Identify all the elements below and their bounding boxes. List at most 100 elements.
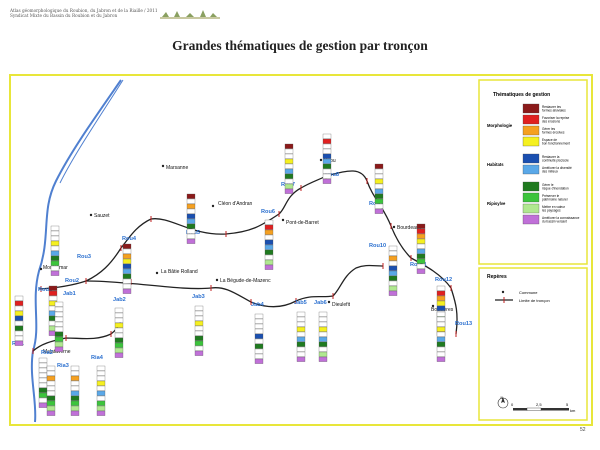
bar-cell — [296, 316, 306, 322]
bar-rou4 — [122, 243, 132, 294]
bar-cell — [284, 178, 294, 184]
bar-rou5 — [186, 193, 196, 244]
bar-cell — [186, 223, 196, 229]
legend-swatch-gerer-les-formes-erosives — [522, 125, 540, 136]
bar-jab1 — [54, 301, 64, 352]
legend-group-ripisylve: Ripisylve — [487, 201, 506, 206]
bar-cell — [70, 400, 80, 406]
legend-swatch-espace-de-bon-fonctionnement — [522, 136, 540, 147]
bar-cell — [96, 365, 106, 371]
scale-bar: 0 2,5 5 km — [511, 402, 576, 413]
bar-cell — [14, 325, 24, 331]
bar-cell — [96, 375, 106, 381]
commune-dot-bouvieres — [431, 304, 435, 308]
bar-cell — [122, 278, 132, 284]
legend-swatch-restaurer-la-continuite-piscicole — [522, 153, 540, 164]
bar-cell — [194, 350, 204, 356]
commune-pont-de-barret: Pont-de-Barret — [286, 220, 319, 226]
bar-cell — [114, 327, 124, 333]
bar-cell — [46, 405, 56, 411]
bar-cell — [114, 352, 124, 358]
bar-cell — [284, 163, 294, 169]
bar-cell — [38, 402, 48, 408]
bar-cell — [388, 280, 398, 286]
bar-cell — [264, 249, 274, 255]
bar-rou3 — [50, 225, 60, 276]
bar-cell — [114, 342, 124, 348]
bar-cell — [186, 228, 196, 234]
bar-rou7 — [284, 143, 294, 194]
legend-swatch-ameliorer-la-connaissance-du-bassin-versant — [522, 214, 540, 225]
troncon-label-jab6: Jab6 — [314, 300, 327, 306]
bar-cell — [374, 208, 384, 214]
bar-cell — [254, 333, 264, 339]
bar-cell — [416, 223, 426, 229]
commune-dieulefit: Dieulefit — [332, 302, 351, 308]
bar-cell — [388, 250, 398, 256]
bar-cell — [54, 346, 64, 352]
commune-dot-sauzet — [89, 213, 93, 217]
bar-rou13 — [436, 311, 446, 362]
bar-cell — [70, 390, 80, 396]
bar-cell — [254, 328, 264, 334]
troncon-label-rou3: Rou3 — [77, 254, 91, 260]
bar-rou9 — [374, 163, 384, 214]
bar-cell — [50, 265, 60, 271]
bar-cell — [14, 330, 24, 336]
bar-cell — [38, 372, 48, 378]
bar-cell — [70, 410, 80, 416]
bar-cell — [194, 335, 204, 341]
scale-tick-0: 0 — [511, 402, 514, 407]
bar-cell — [50, 230, 60, 236]
commune-malataverne: Malataverne — [43, 349, 71, 355]
bar-cell — [70, 365, 80, 371]
bar-cell — [186, 198, 196, 204]
bar-cell — [122, 273, 132, 279]
bar-cell — [54, 321, 64, 327]
bar-cell — [296, 321, 306, 327]
commune-dot-marsanne — [161, 164, 165, 168]
legend-swatch-mettre-en-valeur-les-paysages — [522, 203, 540, 214]
bar-cell — [322, 178, 332, 184]
bar-cell — [38, 397, 48, 403]
bar-cell — [322, 163, 332, 169]
bar-cell — [48, 290, 58, 296]
bar-cell — [436, 351, 446, 357]
bar-cell — [388, 270, 398, 276]
troncon-label-ria2: Ria2 — [41, 350, 53, 356]
bar-cell — [122, 268, 132, 274]
bar-cell — [54, 301, 64, 307]
bar-cell — [14, 315, 24, 321]
scale-tick-2: 5 — [566, 402, 569, 407]
bar-cell — [46, 380, 56, 386]
bar-cell — [14, 335, 24, 341]
bar-cell — [388, 290, 398, 296]
bar-cell — [318, 316, 328, 322]
header-text: Atlas géomorphologique du Roubion, du Ja… — [10, 8, 158, 19]
troncon-label-rou12: Rou12 — [435, 277, 452, 283]
bar-cell — [194, 315, 204, 321]
bar-cell — [122, 258, 132, 264]
logo — [160, 10, 220, 19]
map-frame: MarsanneSaouSauzetCléon d'AndranPont-de-… — [9, 74, 593, 426]
bar-cell — [318, 326, 328, 332]
map-canvas: MarsanneSaouSauzetCléon d'AndranPont-de-… — [12, 79, 588, 423]
bar-cell — [264, 254, 274, 260]
bar-cell — [374, 173, 384, 179]
troncon-label-rou1: Rou1 — [38, 287, 52, 293]
bar-cell — [264, 239, 274, 245]
bar-cell — [194, 305, 204, 311]
bar-cell — [264, 234, 274, 240]
commune-sauzet: Sauzet — [94, 213, 110, 219]
bar-cell — [264, 264, 274, 270]
bar-cell — [70, 380, 80, 386]
troncon-label-jab3: Jab3 — [192, 294, 205, 300]
bar-cell — [318, 356, 328, 362]
bar-cell — [46, 375, 56, 381]
bar-cell — [296, 346, 306, 352]
bar-cell — [388, 245, 398, 251]
